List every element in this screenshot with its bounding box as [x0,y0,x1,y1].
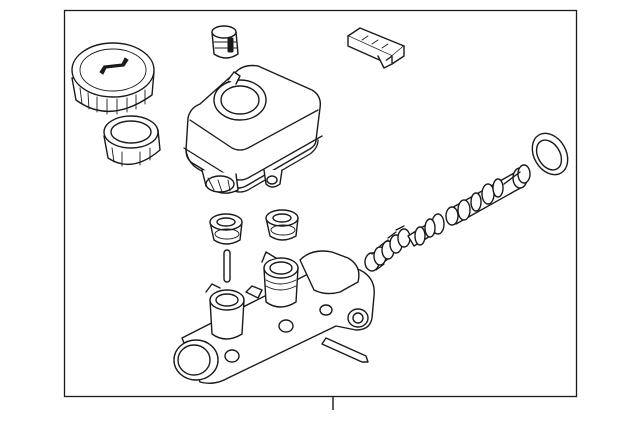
fluid-reservoir-icon [183,64,323,194]
cap-seal-icon [103,115,161,167]
master-cylinder-icon [173,250,375,385]
secondary-piston-icon [407,213,445,247]
grommet-left-icon [209,213,243,245]
connector-plug-icon [347,27,405,69]
grommet-right-icon [265,209,299,241]
primary-spring-icon [364,225,411,272]
stop-pin-icon [321,337,369,363]
level-sensor-icon [211,25,239,59]
reservoir-cap-icon [71,42,155,115]
seal-ring-icon [531,132,569,176]
primary-piston-icon [445,164,531,226]
retaining-pin-icon [223,249,231,283]
